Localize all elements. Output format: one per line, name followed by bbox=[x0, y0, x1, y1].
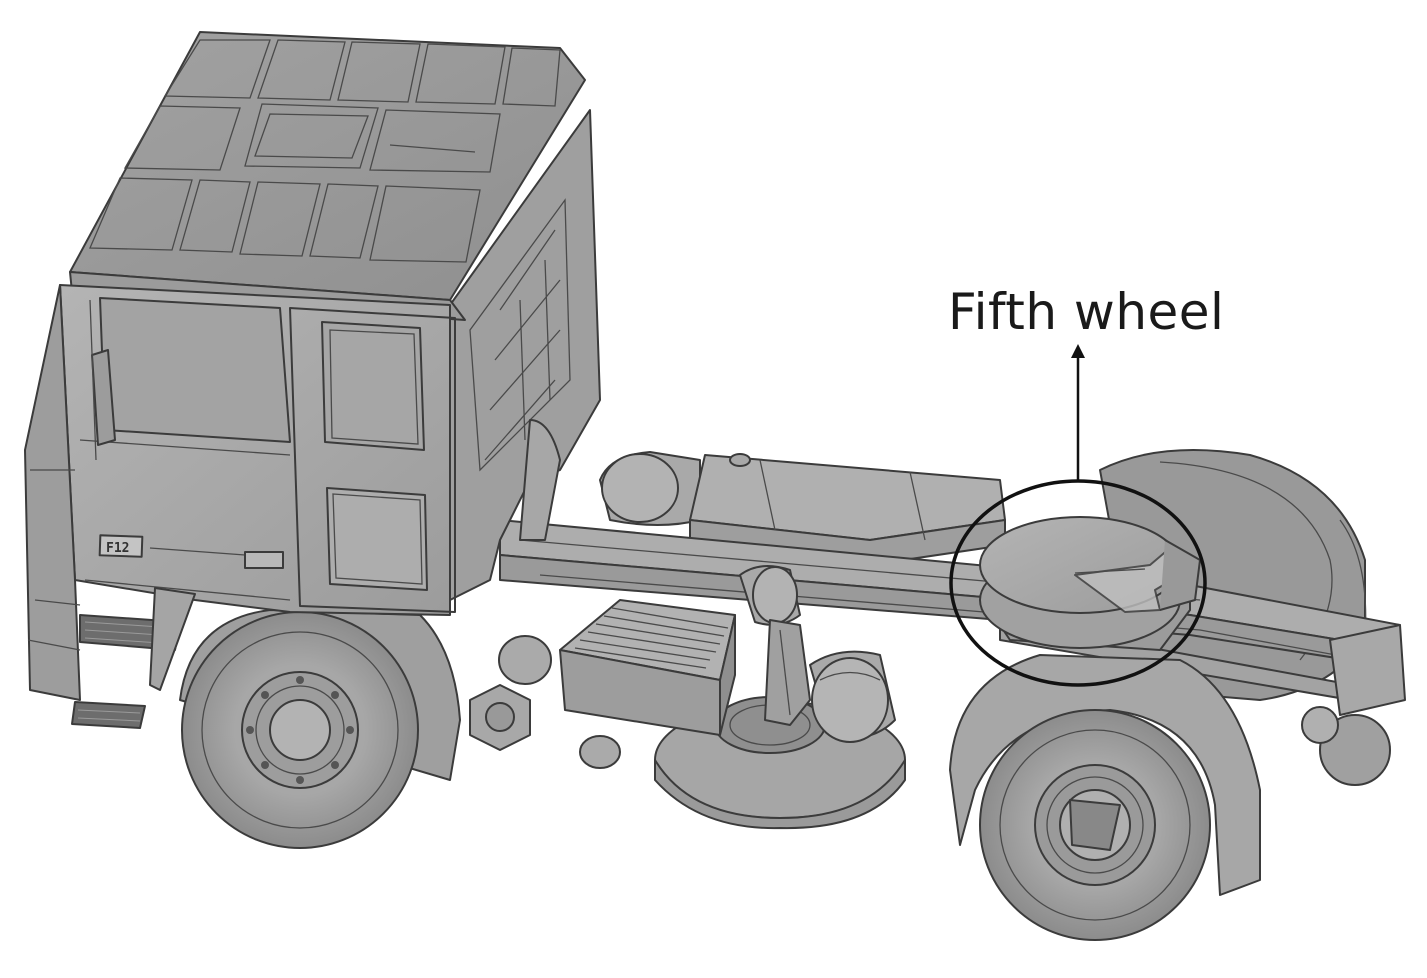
callout-arrow-head bbox=[1071, 344, 1085, 358]
support-bracket bbox=[764, 619, 811, 726]
hex-fitting bbox=[469, 635, 621, 769]
fuel-tank bbox=[599, 451, 701, 526]
fifth-wheel-label: Fifth wheel bbox=[948, 283, 1225, 341]
rear-wheel-near bbox=[949, 654, 1261, 941]
cab-badge: F12 bbox=[106, 541, 129, 556]
air-tank-right bbox=[809, 650, 896, 743]
fifth-wheel bbox=[979, 516, 1201, 651]
cab-step-box bbox=[559, 599, 736, 736]
fifth-wheel-callout bbox=[949, 344, 1207, 687]
truck-cab: F12 bbox=[24, 31, 601, 729]
air-tank-left bbox=[739, 565, 801, 626]
front-wheel bbox=[179, 609, 461, 849]
